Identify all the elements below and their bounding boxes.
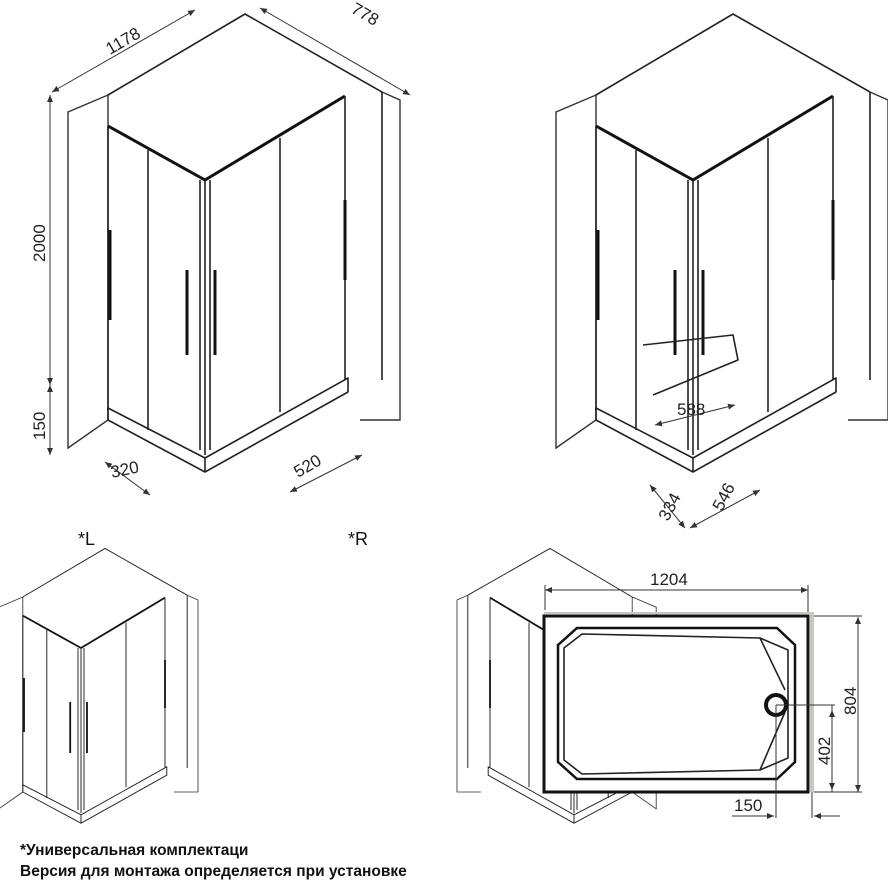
open-dimensions: 588 334 546 <box>649 400 761 529</box>
note-line-1: *Универсальная комплектаци <box>20 842 249 859</box>
dim-tray-width: 804 <box>841 687 860 715</box>
tray-plan: 1204 804 402 150 <box>542 570 862 819</box>
variant-right-label: *R <box>348 529 368 549</box>
dim-tray-height: 150 <box>30 412 49 440</box>
dim-tray-length: 1204 <box>650 570 688 589</box>
dim-open-right: 546 <box>709 480 739 514</box>
dim-drain-y: 402 <box>815 737 834 765</box>
installation-notes: *Универсальная комплектаци Версия для мо… <box>20 840 407 881</box>
open-cabin-view <box>554 12 888 474</box>
variant-left-label: *L <box>78 529 95 549</box>
dim-width: 1178 <box>103 24 144 59</box>
dim-height: 2000 <box>30 224 49 262</box>
note-line-2: Версия для монтажа определяется при уста… <box>20 863 407 880</box>
variant-left-view <box>0 547 199 825</box>
dim-open-left: 334 <box>655 490 685 524</box>
dim-entrance: 588 <box>677 400 705 419</box>
dim-left-offset: 320 <box>109 457 141 481</box>
main-cabin-view <box>66 12 402 474</box>
dim-drain-x: 150 <box>734 796 762 815</box>
dim-depth: 778 <box>348 0 382 30</box>
